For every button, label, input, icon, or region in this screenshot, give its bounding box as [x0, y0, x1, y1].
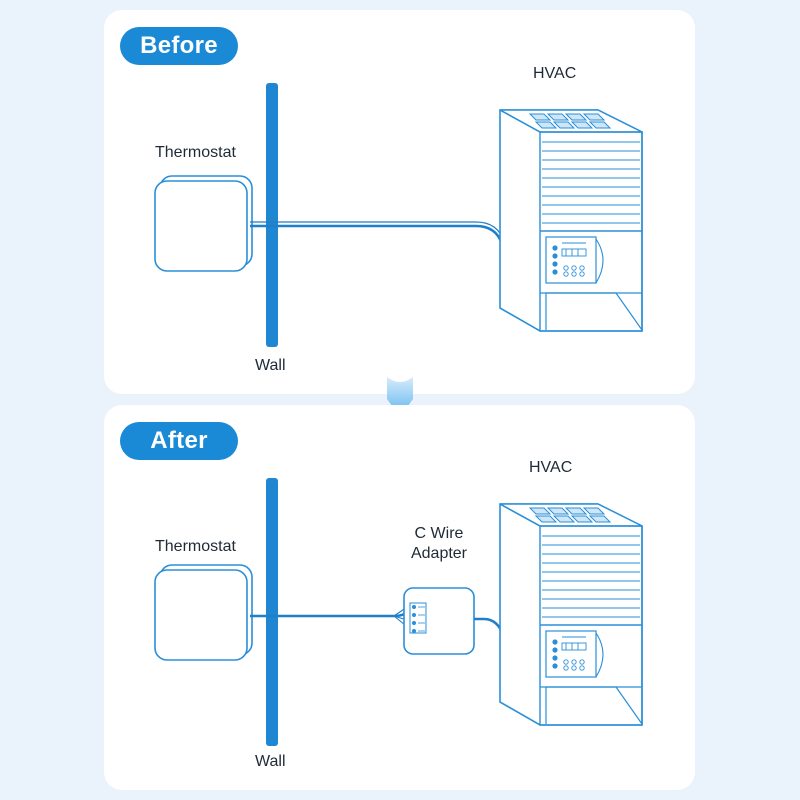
after-badge: After — [120, 422, 238, 460]
after-hvac-label: HVAC — [529, 459, 573, 476]
before-hvac-unit — [499, 109, 643, 332]
before-thermostat-icon — [154, 175, 253, 272]
after-panel: After Therm — [104, 405, 695, 790]
after-diagram — [154, 478, 643, 746]
before-wall — [266, 83, 278, 347]
before-thermostat-label: Thermostat — [155, 144, 236, 161]
before-badge: Before — [120, 27, 238, 65]
before-hvac-label: HVAC — [533, 65, 577, 82]
after-thermostat-label: Thermostat — [155, 538, 236, 555]
before-panel: Before Thermostat Wall HVAC — [104, 10, 695, 394]
after-wall-label: Wall — [255, 753, 286, 770]
adapter-label-line1: C Wire — [414, 525, 464, 542]
after-wall — [266, 478, 278, 746]
adapter-label-line2: Adapter — [410, 545, 468, 562]
c-wire-adapter-icon — [403, 587, 475, 655]
before-wall-label: Wall — [255, 357, 286, 374]
after-thermostat-icon — [154, 564, 253, 661]
before-diagram — [154, 83, 643, 347]
after-hvac-unit — [499, 503, 643, 726]
